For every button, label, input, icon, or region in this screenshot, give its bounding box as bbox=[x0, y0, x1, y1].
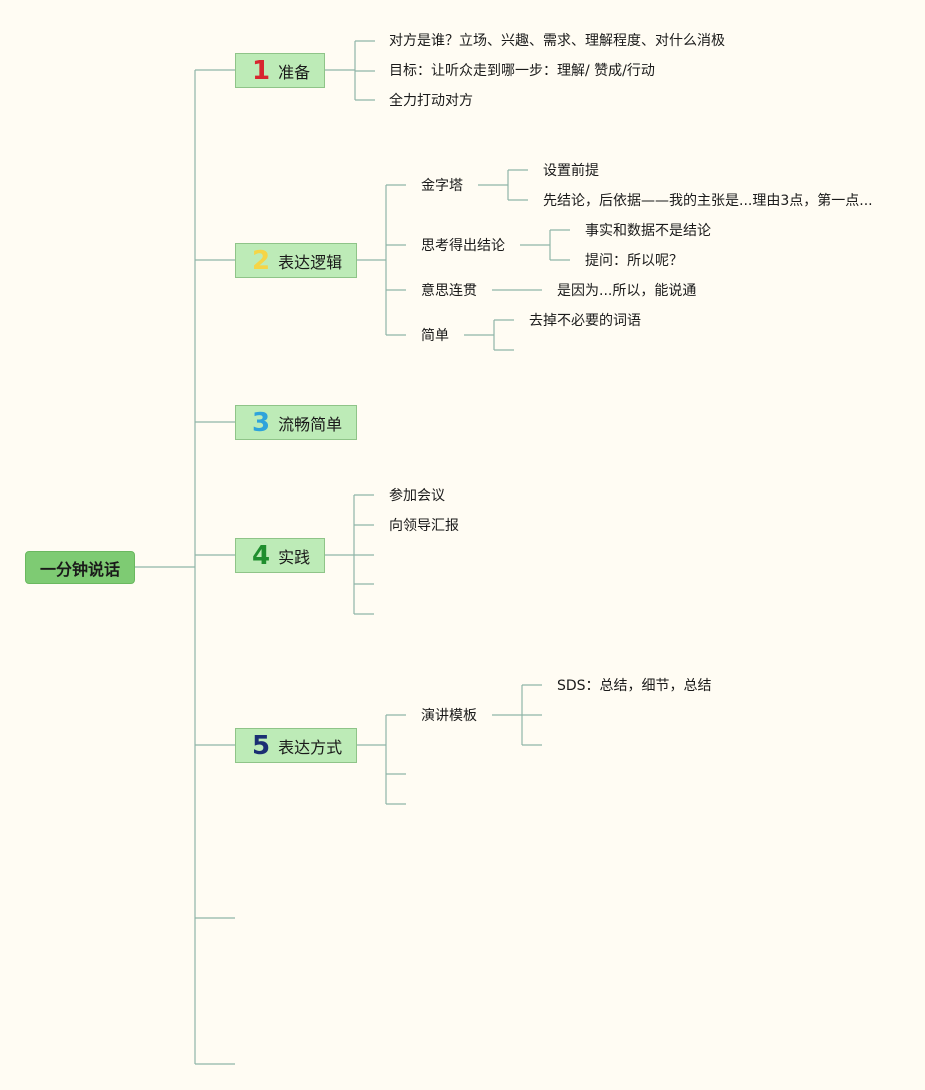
topic-number: 3 bbox=[252, 407, 271, 438]
node-facts[interactable]: 事实和数据不是结论 bbox=[585, 223, 711, 239]
topic-label: 表达方式 bbox=[278, 737, 343, 757]
topic-label: 实践 bbox=[278, 547, 311, 567]
topic-label: 流畅简单 bbox=[278, 414, 343, 434]
root-topic[interactable]: 一分钟说话 bbox=[25, 551, 135, 584]
topic-logic[interactable]: 2 表达逻辑 bbox=[235, 243, 357, 278]
node-simple[interactable]: 简单 bbox=[421, 328, 449, 344]
topic-label: 表达逻辑 bbox=[278, 252, 343, 272]
topic-number: 5 bbox=[252, 730, 271, 761]
topic-fluent[interactable]: 3 流畅简单 bbox=[235, 405, 357, 440]
topic-number: 2 bbox=[252, 245, 271, 276]
node-because[interactable]: 是因为...所以，能说通 bbox=[557, 283, 697, 299]
node-goal[interactable]: 目标：让听众走到哪一步：理解/ 赞成/行动 bbox=[389, 63, 655, 79]
topic-expression[interactable]: 5 表达方式 bbox=[235, 728, 357, 763]
topic-number: 1 bbox=[252, 55, 271, 86]
node-premise[interactable]: 设置前提 bbox=[543, 163, 599, 179]
node-report[interactable]: 向领导汇报 bbox=[389, 518, 459, 534]
node-remove-words[interactable]: 去掉不必要的词语 bbox=[529, 313, 641, 329]
node-speech-template[interactable]: 演讲模板 bbox=[421, 708, 477, 724]
node-think-conclusion[interactable]: 思考得出结论 bbox=[421, 238, 505, 254]
node-persuade[interactable]: 全力打动对方 bbox=[389, 93, 473, 109]
node-sds[interactable]: SDS：总结，细节，总结 bbox=[557, 678, 712, 694]
topic-practice[interactable]: 4 实践 bbox=[235, 538, 325, 573]
topic-label: 准备 bbox=[278, 62, 311, 82]
node-meeting[interactable]: 参加会议 bbox=[389, 488, 445, 504]
node-so-what[interactable]: 提问：所以呢？ bbox=[585, 253, 683, 269]
node-audience[interactable]: 对方是谁？立场、兴趣、需求、理解程度、对什么消极 bbox=[389, 33, 725, 49]
node-coherent[interactable]: 意思连贯 bbox=[421, 283, 477, 299]
topic-prepare[interactable]: 1 准备 bbox=[235, 53, 325, 88]
topic-number: 4 bbox=[252, 540, 271, 571]
node-conclusion-first[interactable]: 先结论，后依据——我的主张是...理由3点，第一点... bbox=[543, 193, 873, 209]
node-pyramid[interactable]: 金字塔 bbox=[421, 178, 463, 194]
